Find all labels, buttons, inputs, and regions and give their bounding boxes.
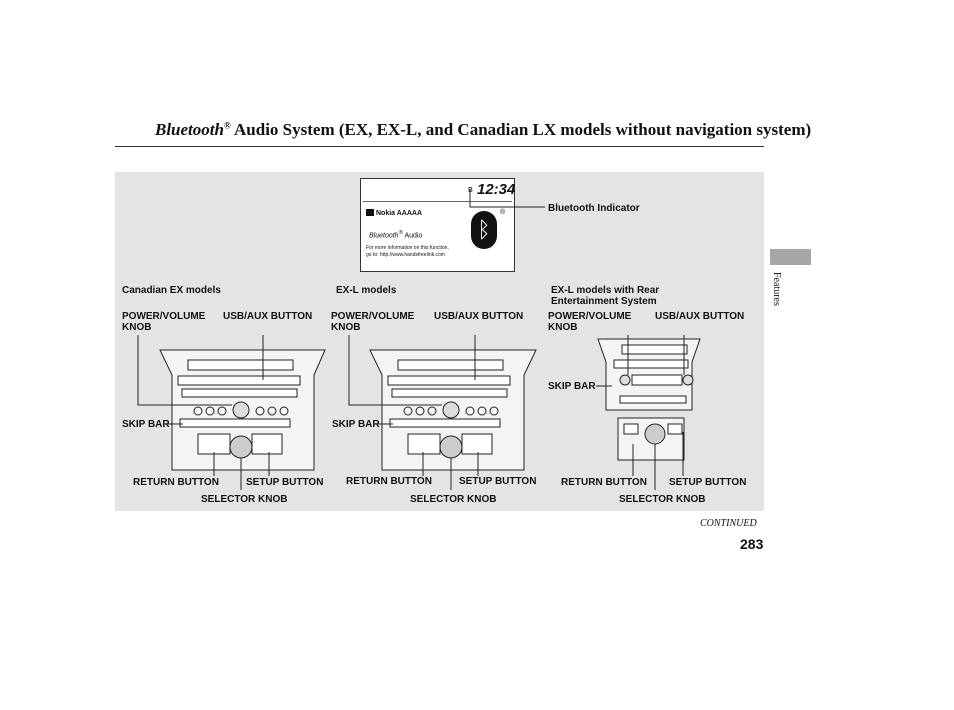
- phone-name: Nokia AAAAA: [376, 210, 423, 217]
- label-selector-knob-1: SELECTOR KNOB: [201, 494, 288, 505]
- label-bluetooth-indicator: Bluetooth Indicator: [548, 203, 640, 214]
- section-label: Features: [771, 272, 782, 306]
- bluetooth-logo-icon: ᛒ: [471, 211, 497, 249]
- audio-reg-mark: ®: [398, 230, 403, 236]
- bluetooth-indicator-icon: ʙ: [468, 184, 473, 194]
- display-clock: 12:34: [477, 181, 516, 198]
- title-rule: [115, 146, 764, 147]
- label-usb-aux-3: USB/AUX BUTTON: [655, 311, 745, 322]
- phone-icon: [366, 209, 374, 216]
- label-setup-button-1: SETUP BUTTON: [246, 477, 324, 488]
- label-power-knob-3-line-2: KNOB: [548, 322, 578, 333]
- label-setup-button-3: SETUP BUTTON: [669, 477, 747, 488]
- display-info: For more information on this function,go…: [366, 245, 466, 259]
- info-line-1: For more information on this function,: [366, 245, 449, 251]
- console-exl: [369, 349, 537, 471]
- label-power-knob-2-line-2: KNOB: [331, 322, 361, 333]
- label-power-knob-1-line-2: KNOB: [122, 322, 152, 333]
- label-skip-bar-2: SKIP BAR: [332, 419, 380, 430]
- info-line-2: go to: http://www.handsfreelink.com: [366, 252, 445, 258]
- title-reg-mark: ®: [223, 120, 231, 131]
- display-audio-source: Bluetooth® Audio: [369, 230, 422, 239]
- label-skip-bar-3: SKIP BAR: [548, 381, 596, 392]
- label-return-button-2: RETURN BUTTON: [346, 476, 432, 487]
- label-selector-knob-2: SELECTOR KNOB: [410, 494, 497, 505]
- audio-display-screen: ʙ 12:34 Nokia AAAAA Bluetooth® Audio For…: [360, 178, 515, 272]
- page-number: 283: [740, 536, 764, 552]
- console-exl-rear-entertainment: [597, 338, 701, 461]
- label-exl-rear-line-2: Entertainment System: [551, 296, 657, 307]
- audio-brand: Bluetooth: [369, 232, 399, 240]
- label-return-button-3: RETURN BUTTON: [561, 477, 647, 488]
- display-divider: [363, 201, 512, 202]
- console-canadian-ex: [159, 349, 326, 471]
- continued-note: CONTINUED: [700, 518, 757, 529]
- label-power-knob-1-line-1: POWER/VOLUME: [122, 311, 206, 322]
- label-usb-aux-1: USB/AUX BUTTON: [223, 311, 313, 322]
- label-setup-button-2: SETUP BUTTON: [459, 476, 537, 487]
- title-rest: Audio System (EX, EX-L, and Canadian LX …: [230, 120, 812, 139]
- display-phone: Nokia AAAAA: [366, 209, 422, 217]
- label-usb-aux-2: USB/AUX BUTTON: [434, 311, 524, 322]
- section-tab: [770, 249, 811, 265]
- page-title: Bluetooth® Audio System (EX, EX-L, and C…: [155, 120, 811, 140]
- label-skip-bar-1: SKIP BAR: [122, 419, 170, 430]
- label-exl: EX-L models: [336, 285, 397, 296]
- title-brand: Bluetooth: [155, 120, 224, 139]
- logo-reg-mark: ®: [500, 209, 506, 216]
- label-exl-rear-line-1: EX-L models with Rear: [551, 285, 660, 296]
- label-selector-knob-3: SELECTOR KNOB: [619, 494, 706, 505]
- label-power-knob-2-line-1: POWER/VOLUME: [331, 311, 415, 322]
- audio-label: Audio: [402, 232, 423, 240]
- label-power-knob-3-line-1: POWER/VOLUME: [548, 311, 632, 322]
- label-return-button-1: RETURN BUTTON: [133, 477, 219, 488]
- label-canadian-ex: Canadian EX models: [122, 285, 221, 296]
